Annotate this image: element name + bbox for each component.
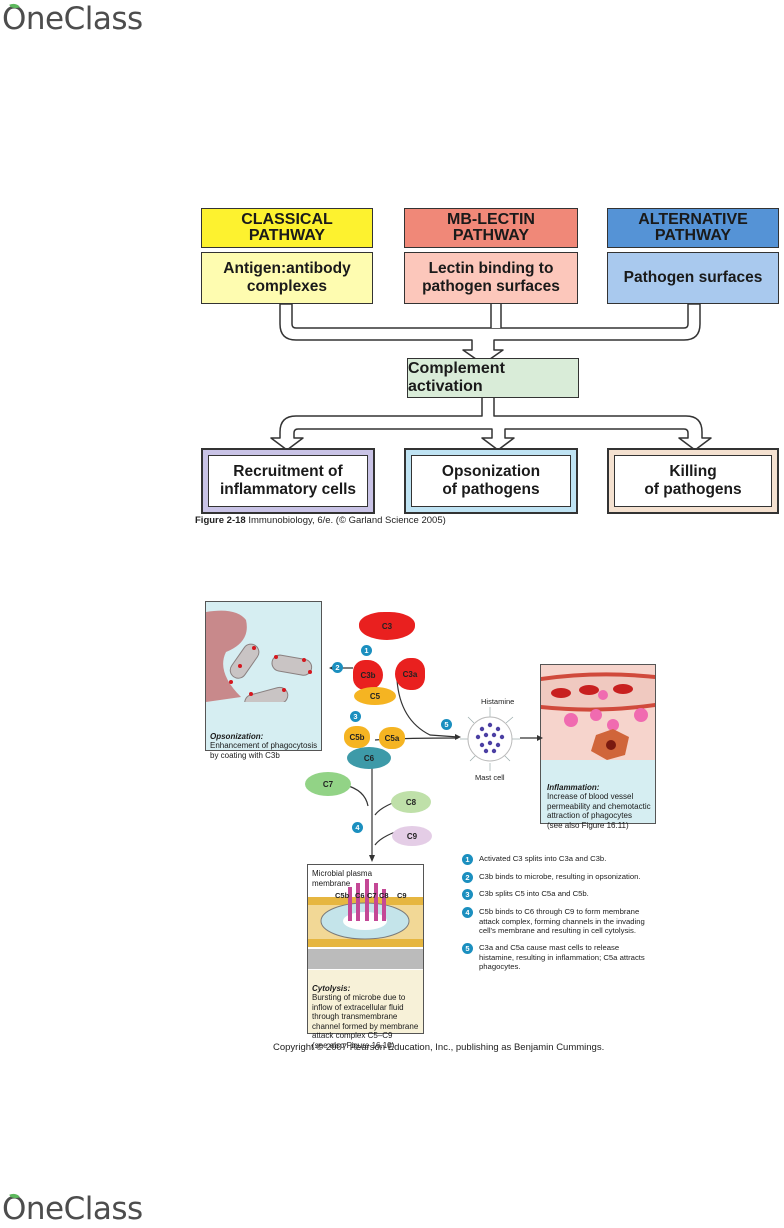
legend-step-4: 4 C5b binds to C6 through C9 to form mem… (462, 907, 682, 936)
c3b-protein: C3b (353, 660, 383, 690)
outcome-killing-label: Killing of pathogens (614, 455, 772, 507)
figure1-caption: Figure 2-18 Immunobiology, 6/e. (© Garla… (195, 515, 446, 526)
legend-step-3: 3 C3b splits C5 into C5a and C5b. (462, 889, 682, 900)
histamine-label: Histamine (481, 697, 515, 706)
alternative-pathway-trigger: Pathogen surfaces (607, 252, 779, 304)
mac-component-c7: C7 (367, 891, 377, 900)
inflammation-text: Inflammation:Increase of blood vessel pe… (547, 773, 655, 830)
legend-step-text: C3b binds to microbe, resulting in opson… (479, 872, 641, 881)
oneclass-logo[interactable]: OneClass (2, 1191, 143, 1227)
step-marker-3: 3 (350, 711, 361, 722)
c6-protein: C6 (347, 747, 391, 769)
blood-vessel-illustration (541, 665, 655, 760)
logo-text: OneClass (2, 1, 143, 37)
legend-step-number: 1 (462, 854, 473, 865)
cytolysis-panel: Microbial plasma membrane C5b C6 C7 C8 C… (307, 864, 424, 1050)
logo-text: OneClass (2, 1191, 143, 1227)
mac-component-c8: C8 (379, 891, 389, 900)
alternative-pathway-title: ALTERNATIVE PATHWAY (607, 208, 779, 248)
mb-lectin-pathway-trigger: Lectin binding to pathogen surfaces (404, 252, 578, 304)
legend-step-number: 2 (462, 872, 473, 883)
legend-step-number: 5 (462, 943, 473, 954)
step-marker-4: 4 (352, 822, 363, 833)
c7-protein: C7 (305, 772, 351, 796)
step-marker-1: 1 (361, 645, 372, 656)
membrane-label: Microbial plasma membrane (312, 869, 373, 888)
inflammation-title: Inflammation: (547, 782, 600, 792)
inflammation-panel: Inflammation:Increase of blood vessel pe… (540, 664, 656, 830)
c5-protein: C5 (354, 687, 396, 705)
outcome-killing-frame: Killing of pathogens (607, 448, 779, 514)
step-marker-2: 2 (332, 662, 343, 673)
mast-cell-label: Mast cell (475, 773, 505, 782)
step-marker-5: 5 (441, 719, 452, 730)
legend-step-text: C3b splits C5 into C5a and C5b. (479, 889, 589, 898)
complement-activation-box: Complement activation (407, 358, 579, 398)
complement-pathways-figure: CLASSICAL PATHWAY Antigen:antibody compl… (195, 200, 784, 530)
c5b-protein: C5b (344, 726, 370, 748)
legend-step-text: C3a and C5a cause mast cells to release … (479, 943, 645, 971)
cytolysis-text: Cytolysis:Bursting of microbe due to inf… (312, 974, 424, 1050)
caption-figure-number: Figure 2-18 (195, 515, 246, 526)
legend-step-number: 4 (462, 907, 473, 918)
c8-protein: C8 (391, 791, 431, 813)
phagocyte-illustration (206, 610, 313, 702)
oneclass-logo[interactable]: OneClass (2, 1, 143, 37)
opsonization-panel: Opsonization:Enhancement of phagocytosis… (205, 601, 322, 760)
cytolysis-description: Bursting of microbe due to inflow of ext… (312, 993, 419, 1050)
inflammation-description: Increase of blood vessel permeability an… (547, 792, 651, 830)
c3-protein: C3 (359, 612, 415, 640)
opsonization-description: Enhancement of phagocytosis by coating w… (210, 741, 318, 760)
classical-pathway-trigger: Antigen:antibody complexes (201, 252, 373, 304)
mac-component-c6: C6 (355, 891, 365, 900)
mast-cell-illustration (460, 707, 520, 771)
opsonization-title: Opsonization: (210, 731, 264, 741)
legend-step-2: 2 C3b binds to microbe, resulting in ops… (462, 872, 682, 883)
outcome-recruitment-frame: Recruitment of inflammatory cells (201, 448, 375, 514)
outcome-opsonization-label: Opsonization of pathogens (411, 455, 571, 507)
cytolysis-title: Cytolysis: (312, 983, 351, 993)
legend-step-number: 3 (462, 889, 473, 900)
legend-step-1: 1 Activated C3 splits into C3a and C3b. (462, 854, 682, 865)
mb-lectin-pathway-title: MB-LECTIN PATHWAY (404, 208, 578, 248)
c9-protein: C9 (392, 826, 432, 846)
classical-pathway-title: CLASSICAL PATHWAY (201, 208, 373, 248)
copyright-notice: Copyright © 2007 Pearson Education, Inc.… (273, 1042, 605, 1053)
mac-component-c5b: C5b (335, 891, 350, 900)
caption-source: Immunobiology, 6/e. (© Garland Science 2… (245, 515, 446, 526)
opsonization-text: Opsonization:Enhancement of phagocytosis… (210, 722, 322, 760)
outcome-recruitment-label: Recruitment of inflammatory cells (208, 455, 368, 507)
mac-component-c9: C9 (397, 891, 407, 900)
legend-step-text: Activated C3 splits into C3a and C3b. (479, 854, 607, 863)
c5a-protein: C5a (379, 727, 405, 749)
outcome-opsonization-frame: Opsonization of pathogens (404, 448, 578, 514)
legend-step-5: 5 C3a and C5a cause mast cells to releas… (462, 943, 682, 972)
legend-step-text: C5b binds to C6 through C9 to form membr… (479, 907, 645, 935)
pathway-connector-arrows (270, 303, 712, 451)
c3a-protein: C3a (395, 658, 425, 690)
membrane-channel-illustration (308, 865, 423, 970)
